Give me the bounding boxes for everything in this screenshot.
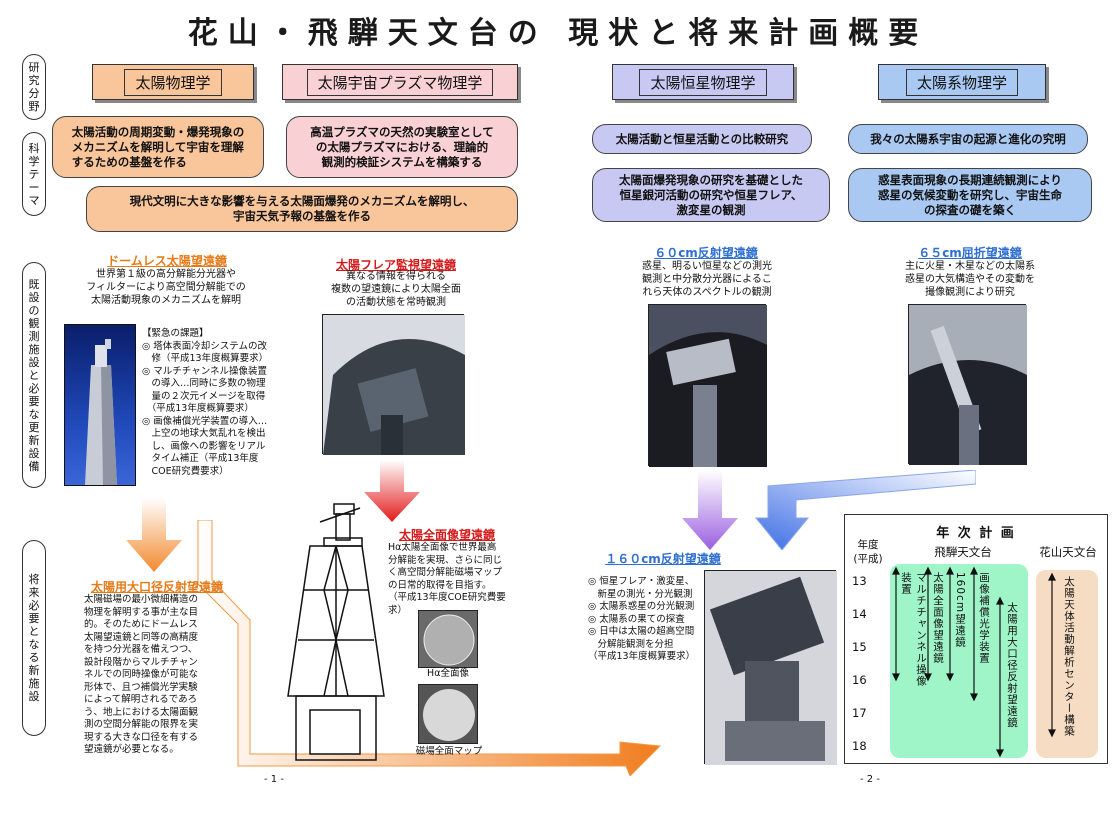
plan-item-large-aperture: 太陽用大口径反射望遠鏡 — [1006, 602, 1018, 729]
field-plasma-physics: 太陽宇宙プラズマ物理学 — [282, 64, 518, 100]
large-telescope-title: 太陽用大口径反射望遠鏡 — [90, 580, 223, 594]
field-solar-physics: 太陽物理学 — [92, 64, 254, 100]
path-arrow-icon — [197, 520, 662, 776]
side-label-existing: 既 設 の 観 測 施 設 と 必 要 な 更 新 設 備 — [22, 262, 46, 488]
plan-hida-area — [890, 564, 1028, 758]
fulldisk-telescope-desc: Hα太陽全面像で世界最高 分解能を実現、さらに同じ く高空間分解能磁場マップ の… — [388, 542, 506, 616]
r60-telescope-title: ６０cm反射望遠鏡 — [654, 246, 758, 260]
halpha-caption: Hα全面像 — [427, 668, 469, 679]
flare-telescope-icon — [323, 315, 465, 455]
plan-arrow-kwasan — [1048, 572, 1056, 738]
theme-stellar-comparison: 太陽活動と恒星活動との比較研究 — [592, 124, 812, 154]
sun-disk-icon — [423, 614, 475, 666]
plan-col-kwasan: 花山天文台 — [1039, 545, 1097, 559]
plan-kwasan-area — [1036, 570, 1098, 758]
magnetogram-image — [418, 684, 478, 744]
plan-year-header: 年度 (平成) — [853, 539, 883, 565]
r65-telescope-photo — [908, 304, 1027, 465]
domeless-telescope-photo — [64, 324, 136, 486]
down-arrow-icon — [682, 470, 738, 550]
domeless-telescope-desc: 世界第１級の高分解能分光器や フィルターにより高空間分解能での 太陽活動現象のメ… — [86, 269, 246, 306]
plan-year: 17 — [852, 706, 867, 720]
plan-item-fulldisk: 太陽全面像望遠鏡 — [932, 572, 944, 664]
page-number-2: - 2 - — [860, 774, 880, 785]
flare-telescope-photo — [322, 314, 465, 455]
r65-telescope-desc: 主に火星・木星などの太陽系 惑星の大気構造やその変動を 撮像観測により研究 — [905, 261, 1035, 298]
plan-item-adaptive-optics: 画像補償光学装置 — [978, 572, 990, 664]
r60-telescope-desc: 惑星、明るい恒星などの測光 観測と中分散分光器によるこ れら天体のスペクトルの観… — [642, 261, 772, 298]
r65-telescope-icon — [909, 305, 1027, 465]
plan-year: 18 — [852, 739, 867, 753]
magnetogram-caption: 磁場全面マップ — [415, 746, 483, 757]
domeless-urgent-issues: 【緊急の課題】 ◎ 塔体表面冷却システムの改 修（平成13年度概算要求） ◎ マ… — [142, 328, 269, 477]
plan-arrows — [892, 566, 1004, 758]
plan-item-160cm: 160cm望遠鏡 — [954, 572, 966, 648]
domeless-telescope-title: ドームレス太陽望遠鏡 — [107, 254, 227, 268]
bent-arrow-icon — [754, 470, 976, 550]
side-label-future: 将 来 必 要 と な る 新 施 設 — [22, 540, 46, 736]
plan-title: 年 次 計 画 — [936, 526, 1016, 541]
sun-disk-icon — [423, 689, 475, 741]
theme-solar-activity: 太陽活動の周期変動・爆発現象の メカニズムを解明して宇宙を理解 するための基盤を… — [52, 116, 264, 178]
side-label-research: 研 究 分 野 — [22, 54, 46, 120]
r160-telescope-desc: ◎ 恒星フレア・激変星、 新星の測光・分光観測 ◎ 太陽系惑星の分光観測 ◎ 太… — [588, 576, 696, 662]
theme-planetary-climate: 惑星表面現象の長期連続観測により 惑星の気候変動を研究し、宇宙生命 の探査の礎を… — [848, 168, 1092, 222]
theme-stellar-flare: 太陽面爆発現象の研究を基礎とした 恒星銀河活動の研究や恒星フレア、 激変星の観測 — [592, 168, 830, 222]
down-arrow-icon — [364, 460, 420, 522]
plan-item-multichannel: マルチチャンネル操像装置 — [900, 572, 927, 687]
r160-telescope-title: １６０cm反射望遠鏡 — [605, 552, 721, 566]
r60-telescope-photo — [648, 304, 767, 467]
r160-telescope-icon — [705, 571, 837, 765]
large-telescope-desc: 太陽磁場の最小微細構造の 物理を解明する事が主な目 的。そのためにドームレス 太… — [84, 594, 199, 755]
fulldisk-telescope-title: 太陽全面像望遠鏡 — [398, 528, 495, 542]
page-title: 花山・飛騨天文台の 現状と将来計画概要 — [187, 16, 929, 51]
plan-year: 14 — [852, 607, 867, 621]
flare-telescope-title: 太陽フレア監視望遠鏡 — [335, 258, 456, 272]
plan-year: 15 — [852, 640, 867, 654]
plan-col-hida: 飛騨天文台 — [934, 545, 992, 559]
theme-solar-system-origin: 我々の太陽系宇宙の起源と進化の究明 — [848, 124, 1088, 154]
r65-telescope-title: ６５cm屈折望遠鏡 — [918, 246, 1022, 260]
tower-diagram-icon — [287, 503, 385, 761]
plan-year: 16 — [852, 673, 867, 687]
theme-plasma-lab: 高温プラズマの天然の実験室として の太陽プラズマにおける、理論的 観測的検証シス… — [286, 116, 518, 178]
page-number-1: - 1 - — [264, 774, 284, 785]
field-solar-system-physics: 太陽系物理学 — [878, 64, 1046, 100]
flare-telescope-desc: 異なる情報を得られる 複数の望遠鏡により太陽全面 の活動状態を常時観測 — [331, 271, 461, 308]
domeless-tower-icon — [85, 339, 117, 485]
halpha-image — [418, 610, 478, 668]
down-arrow-icon — [126, 498, 182, 572]
plan-year: 13 — [852, 574, 867, 588]
side-label-theme: 科 学 テ ー マ — [22, 132, 46, 216]
r160-telescope-photo — [704, 570, 837, 765]
theme-space-weather: 現代文明に大きな影響を与える太陽面爆発のメカニズムを解明し、 宇宙天気予報の基盤… — [86, 186, 518, 232]
plan-item-kwasan-center: 太陽天体活動解析センター構築 — [1063, 576, 1075, 737]
r60-telescope-icon — [649, 305, 767, 467]
field-stellar-physics: 太陽恒星物理学 — [612, 64, 794, 100]
